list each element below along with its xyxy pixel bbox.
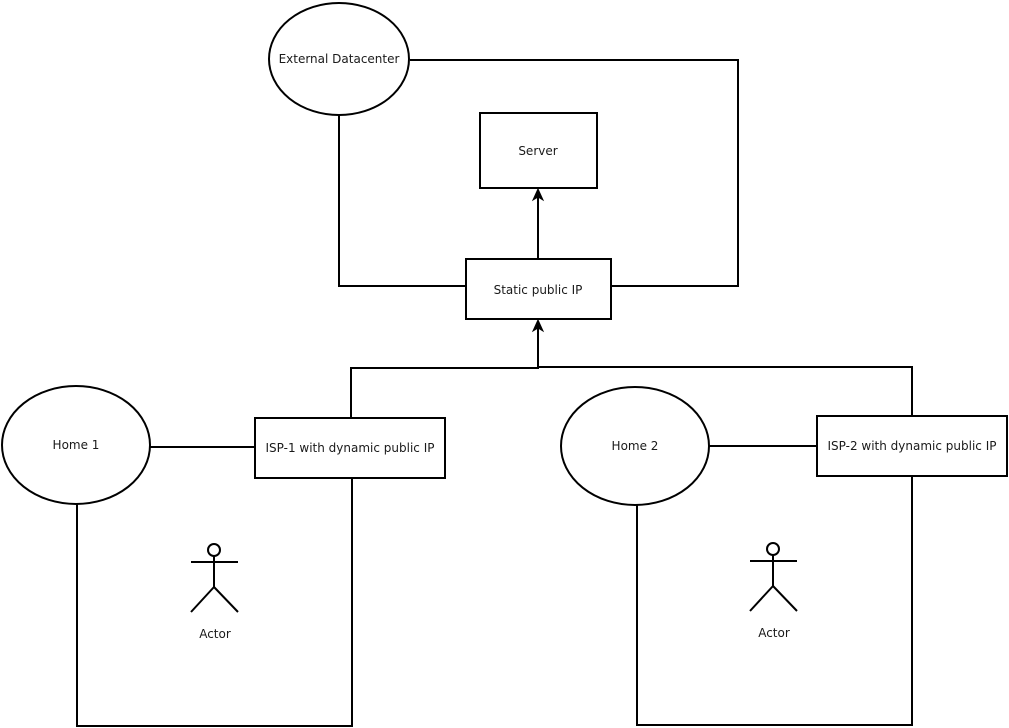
node-server[interactable]: Server [479,112,598,189]
edge-isp2-to-static-ip [538,366,913,416]
node-home-1[interactable]: Home 1 [1,385,151,505]
edge-datacenter-right-to-static-ip [410,59,739,287]
node-home-2[interactable]: Home 2 [560,386,710,506]
node-isp-2[interactable]: ISP-2 with dynamic public IP [816,415,1008,477]
edge-home2-loop-to-isp2 [636,476,913,726]
node-label: ISP-1 with dynamic public IP [266,441,435,455]
actor-label: Actor [199,627,231,641]
node-label: Server [518,144,557,158]
actor-2[interactable]: Actor [749,542,798,640]
node-static-public-ip[interactable]: Static public IP [465,258,612,320]
node-isp-1[interactable]: ISP-1 with dynamic public IP [254,417,446,479]
node-label: ISP-2 with dynamic public IP [828,439,997,453]
actor-icon [190,543,239,613]
actor-1[interactable]: Actor [190,543,239,641]
node-external-datacenter[interactable]: External Datacenter [268,2,410,116]
node-label: External Datacenter [279,52,400,66]
edge-datacenter-left-to-static-ip [338,115,466,287]
edge-home1-loop-to-isp1 [76,478,353,727]
arrowhead-static-ip [531,318,545,333]
arrowhead-server [531,187,545,202]
edges [76,59,913,727]
node-label: Static public IP [494,283,583,297]
node-label: Home 2 [612,439,659,453]
actor-icon [749,542,798,612]
edge-isp1-to-static-ip [350,326,539,418]
node-label: Home 1 [53,438,100,452]
actor-label: Actor [758,626,790,640]
